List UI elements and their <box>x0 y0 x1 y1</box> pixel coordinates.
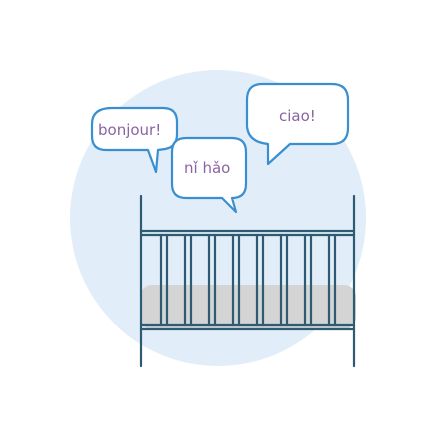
bubble-text-middle: nǐ hǎo <box>184 159 230 177</box>
bubble-shape-right <box>245 82 350 166</box>
bubble-shape-middle <box>170 136 248 214</box>
bubble-shape-left <box>90 106 179 174</box>
bubble-text-right: ciao! <box>279 107 316 125</box>
speech-bubble-left: bonjour! <box>90 106 179 174</box>
mattress <box>140 285 356 329</box>
speech-bubble-middle: nǐ hǎo <box>170 136 248 214</box>
bubble-text-left: bonjour! <box>98 121 161 139</box>
crib-slats <box>159 233 337 327</box>
crib <box>139 194 356 368</box>
speech-bubble-right: ciao! <box>245 82 350 166</box>
